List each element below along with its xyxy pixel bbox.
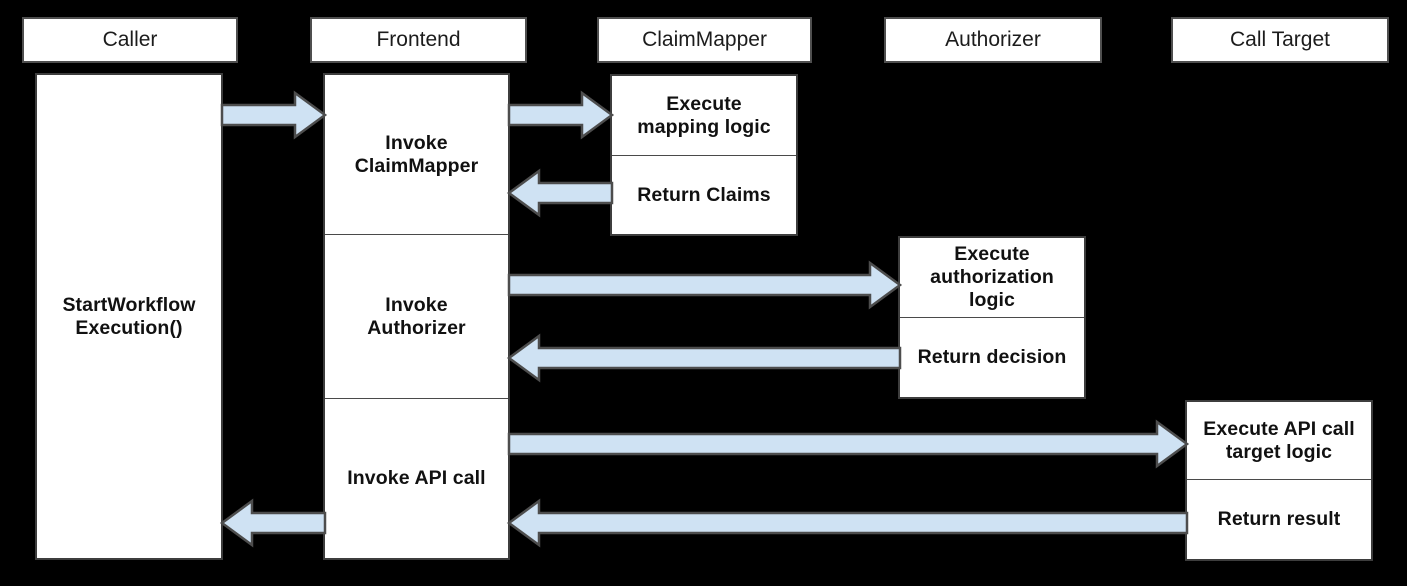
claimmapper-step-label: Execute mapping logic — [637, 92, 771, 138]
calltarget-step-label: Execute API call target logic — [1203, 417, 1355, 463]
actor-header-claimmapper: ClaimMapper — [597, 17, 812, 63]
actor-header-caller: Caller — [22, 17, 238, 63]
authorizer-step-return-decision: Return decision — [900, 317, 1084, 397]
arrow-caller-to-frontend — [220, 90, 328, 140]
calltarget-activation-box: Execute API call target logic Return res… — [1185, 400, 1373, 561]
arrow-frontend-to-claimmapper — [507, 90, 615, 140]
authorizer-activation-box: Execute authorization logic Return decis… — [898, 236, 1086, 399]
frontend-activation-box: Invoke ClaimMapper Invoke Authorizer Inv… — [323, 73, 510, 560]
actor-header-frontend: Frontend — [310, 17, 527, 63]
frontend-step-invoke-authorizer: Invoke Authorizer — [325, 234, 508, 398]
arrow-frontend-return-to-caller — [219, 498, 327, 548]
frontend-step-invoke-claimmapper: Invoke ClaimMapper — [325, 75, 508, 234]
claimmapper-activation-box: Execute mapping logic Return Claims — [610, 74, 798, 236]
calltarget-step-execute-api-call-target-logic: Execute API call target logic — [1187, 402, 1371, 479]
claimmapper-step-label: Return Claims — [637, 183, 771, 206]
actor-header-authorizer: Authorizer — [884, 17, 1102, 63]
arrow-claimmapper-return-to-frontend — [506, 168, 614, 218]
caller-activation-box: StartWorkflow Execution() — [35, 73, 223, 560]
arrow-frontend-to-authorizer — [507, 260, 903, 310]
frontend-step-label: Invoke Authorizer — [367, 293, 466, 339]
arrow-calltarget-return-to-frontend — [506, 498, 1189, 548]
calltarget-step-return-result: Return result — [1187, 479, 1371, 559]
claimmapper-step-return-claims: Return Claims — [612, 155, 796, 234]
actor-header-call-target: Call Target — [1171, 17, 1389, 63]
claimmapper-step-execute-mapping-logic: Execute mapping logic — [612, 76, 796, 155]
frontend-step-label: Invoke API call — [347, 467, 486, 489]
arrow-frontend-to-calltarget — [507, 419, 1190, 469]
arrow-authorizer-return-to-frontend — [506, 333, 902, 383]
frontend-step-invoke-api-call: Invoke API call — [325, 398, 508, 558]
frontend-step-label: Invoke ClaimMapper — [354, 131, 479, 177]
authorizer-step-label: Execute authorization logic — [930, 243, 1054, 311]
authorizer-step-label: Return decision — [917, 346, 1067, 368]
authorizer-step-execute-authorization-logic: Execute authorization logic — [900, 238, 1084, 317]
caller-activation-label: StartWorkflow Execution() — [62, 293, 196, 339]
calltarget-step-label: Return result — [1217, 508, 1341, 530]
